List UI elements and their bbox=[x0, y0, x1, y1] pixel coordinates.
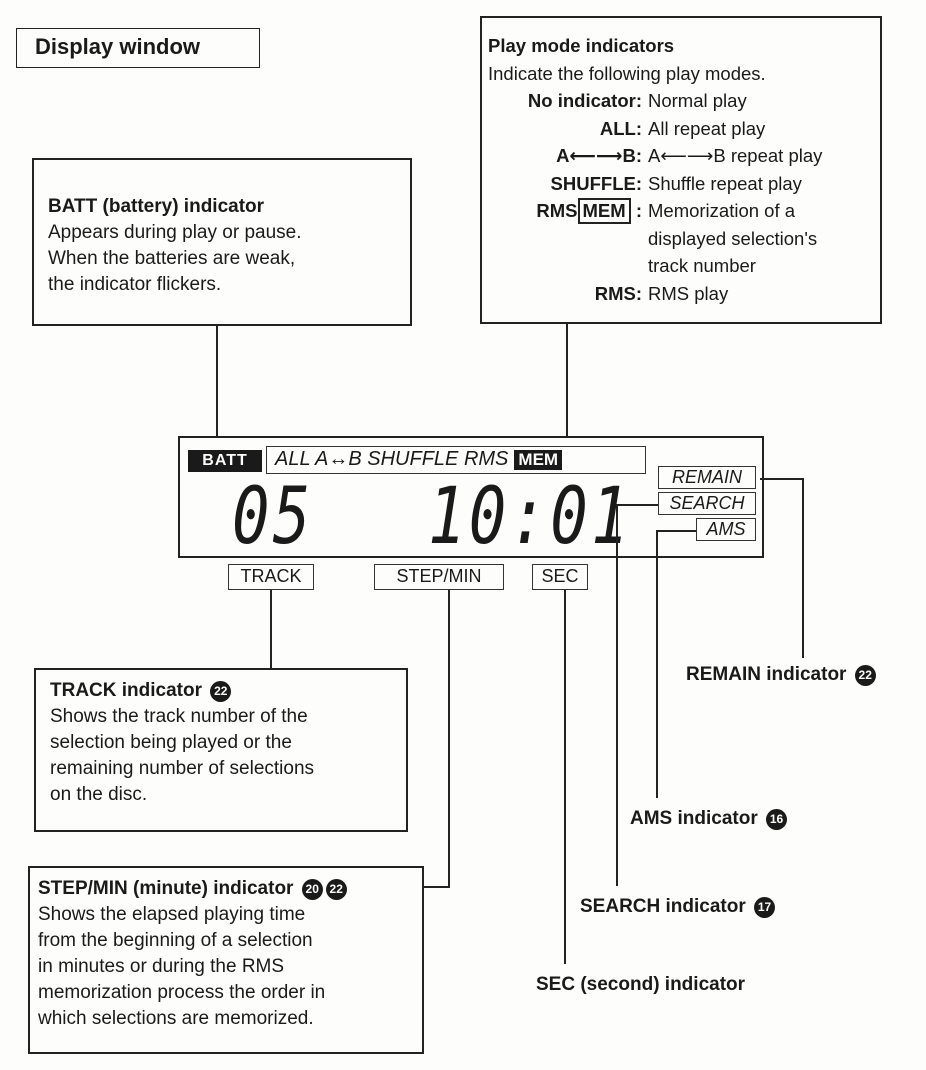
track-callout-heading: TRACK indicator bbox=[50, 680, 202, 701]
ref-number: 22 bbox=[325, 879, 347, 900]
batt-callout-line-3: the indicator flickers. bbox=[48, 274, 222, 295]
ams-indicator-label: AMS indicator 16 bbox=[630, 808, 788, 830]
lcd-ams-indicator: AMS bbox=[696, 518, 756, 541]
ref-number: 20 bbox=[301, 879, 323, 900]
lcd-time-digits: 10:01 bbox=[428, 472, 632, 562]
play-mode-heading: Play mode indicators bbox=[488, 35, 675, 56]
batt-callout-line-2: When the batteries are weak, bbox=[48, 248, 296, 269]
ref-number: 22 bbox=[854, 665, 876, 686]
batt-callout-line-1: Appears during play or pause. bbox=[48, 222, 302, 243]
remain-connector bbox=[802, 478, 804, 658]
page-title: Display window bbox=[16, 28, 260, 68]
sec-label-box: SEC bbox=[532, 564, 588, 590]
remain-connector-h bbox=[760, 478, 804, 480]
lcd-mem-indicator: MEM bbox=[514, 450, 563, 470]
mem-key-box: MEM bbox=[577, 198, 631, 224]
step-min-label-box: STEP/MIN bbox=[374, 564, 504, 590]
batt-callout-heading: BATT (battery) indicator bbox=[48, 196, 265, 217]
play-mode-row: A⟵⟶B: A⟵⟶B repeat play bbox=[556, 145, 823, 166]
sec-connector bbox=[564, 590, 566, 964]
lcd-mode-text: ALL A↔B SHUFFLE RMS bbox=[275, 448, 509, 470]
track-connector bbox=[270, 590, 272, 670]
remain-indicator-label: REMAIN indicator 22 bbox=[686, 664, 876, 686]
play-mode-row: SHUFFLE: Shuffle repeat play bbox=[550, 172, 802, 194]
play-mode-row: ALL: All repeat play bbox=[599, 117, 766, 139]
batt-connector bbox=[216, 326, 218, 458]
ref-number: 16 bbox=[766, 809, 788, 830]
track-callout: TRACK indicator 22 Shows the track numbe… bbox=[34, 668, 408, 832]
step-min-connector-h bbox=[424, 886, 450, 888]
ams-connector-h bbox=[656, 530, 696, 532]
batt-callout: BATT (battery) indicator Appears during … bbox=[32, 158, 412, 326]
lcd-track-digits: 05 bbox=[232, 472, 314, 562]
ref-number: 17 bbox=[754, 897, 776, 918]
search-connector bbox=[616, 504, 618, 886]
play-mode-intro: Indicate the following play modes. bbox=[488, 62, 766, 84]
track-label-box: TRACK bbox=[228, 564, 314, 590]
play-mode-connector bbox=[566, 324, 568, 446]
lcd-remain-indicator: REMAIN bbox=[658, 466, 756, 489]
play-mode-row: RMS: RMS play bbox=[594, 282, 729, 304]
play-mode-row: No indicator: Normal play bbox=[527, 90, 747, 111]
step-min-connector bbox=[448, 590, 450, 888]
ref-number: 22 bbox=[210, 681, 232, 702]
lcd-search-indicator: SEARCH bbox=[658, 492, 756, 515]
lcd-batt-indicator: BATT bbox=[188, 450, 262, 472]
sec-indicator-label: SEC (second) indicator bbox=[536, 974, 746, 995]
search-indicator-label: SEARCH indicator 17 bbox=[580, 896, 776, 918]
ams-connector bbox=[656, 530, 658, 798]
play-mode-callout: Play mode indicators Indicate the follow… bbox=[480, 16, 882, 324]
search-connector-h bbox=[616, 504, 658, 506]
step-min-callout-heading: STEP/MIN (minute) indicator bbox=[38, 878, 294, 899]
